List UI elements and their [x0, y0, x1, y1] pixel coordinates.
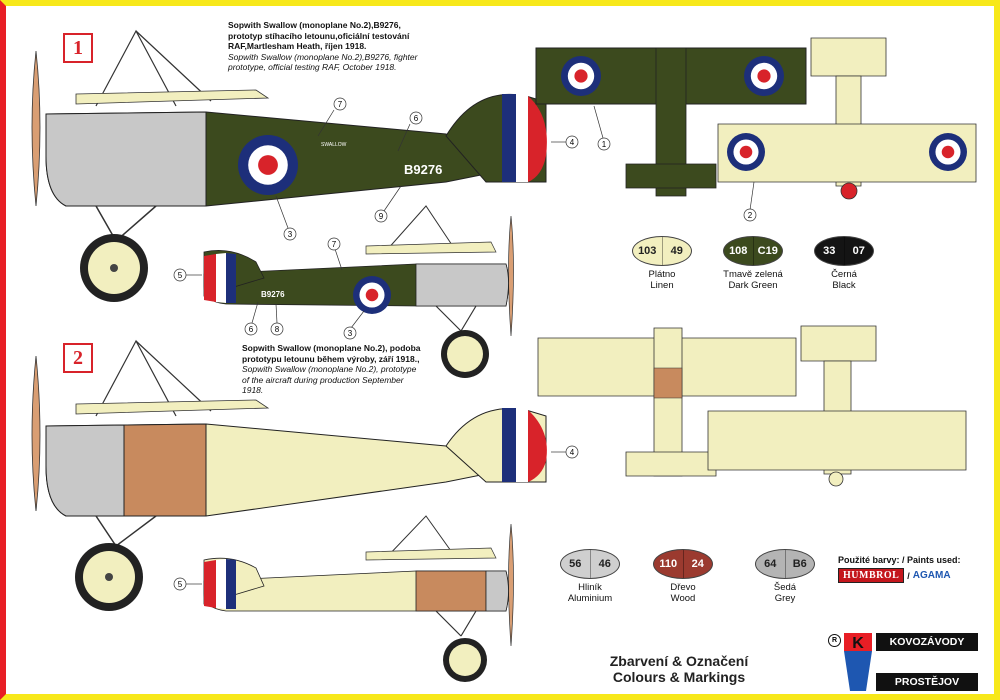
paint-chip-black: 33 07	[814, 236, 874, 266]
callout-6-b: 6	[249, 325, 254, 334]
profile-1-small: B9276	[203, 205, 514, 378]
paint-chip-grey: 64 B6	[755, 549, 815, 579]
paint-chip-dark-green: 108 C19	[723, 236, 783, 266]
callouts: 4 7 6 9 3 1 2 5 7 6 8 3 4 5	[173, 97, 757, 591]
logo-top-text: KOVOZÁVODY	[876, 633, 978, 651]
serial-small: B9276	[261, 290, 285, 299]
paint-chip-linen: 103 49	[632, 236, 692, 266]
callout-3: 3	[288, 230, 293, 239]
bottom-view-linen-1	[717, 37, 977, 200]
paint-code-humbrol: 108	[729, 245, 748, 257]
callout-1: 1	[602, 140, 607, 149]
profile-2-caption-en: Sopwith Swallow (monoplane No.2), protot…	[242, 364, 417, 395]
paint-chip-wood: 110 24	[653, 549, 713, 579]
logo-bottom-text: PROSTĚJOV	[876, 673, 978, 691]
brand-separator: /	[907, 570, 910, 581]
callout-8: 8	[275, 325, 280, 334]
profile-1-caption-en: Sopwith Swallow (monoplane No.2),B9276, …	[228, 51, 418, 73]
title-cz: Zbarvení & Označení	[609, 653, 749, 669]
paint-code-agama: C19	[752, 237, 783, 265]
kovozavody-logo: R K KOVOZÁVODY PROSTĚJOV	[828, 633, 978, 694]
title-en: Colours & Markings	[612, 669, 746, 685]
top-view-green	[535, 47, 807, 197]
registered-mark: R	[828, 634, 841, 647]
agama-logo: AGAMA	[912, 570, 951, 581]
serial-large: B9276	[404, 162, 442, 177]
paints-used-label: Použité barvy: / Paints used:	[838, 555, 961, 565]
paint-code-agama: B6	[784, 550, 815, 578]
paints-used: Použité barvy: / Paints used: HUMBROL / …	[838, 555, 961, 583]
profile-2-caption-cz: Sopwith Swallow (monoplane No.2), podoba…	[242, 343, 421, 364]
callout-9: 9	[379, 212, 384, 221]
paint-chip-aluminium: 56 46	[560, 549, 620, 579]
profile-1-caption-cz: Sopwith Swallow (monoplane No.2),B9276, …	[228, 20, 410, 51]
paint-code-agama: 07	[843, 237, 874, 265]
profile-2-number: 2	[63, 343, 93, 373]
name-stencil: SWALLOW	[321, 142, 347, 148]
callout-6: 6	[414, 114, 419, 123]
callout-4: 4	[570, 138, 575, 147]
callout-5-a: 5	[178, 271, 183, 280]
paint-code-humbrol: 110	[659, 558, 678, 570]
paint-code-agama: 24	[682, 550, 713, 578]
paint-code-agama: 49	[661, 237, 692, 265]
humbrol-logo: HUMBROL	[838, 568, 905, 583]
paint-code-humbrol: 56	[569, 558, 582, 570]
paint-code-agama: 46	[589, 550, 620, 578]
profile-2-caption: Sopwith Swallow (monoplane No.2), podoba…	[242, 343, 422, 396]
k-logo-icon: K	[844, 633, 872, 691]
colours-markings-title: Zbarvení & Označení Colours & Markings	[594, 653, 764, 685]
callout-5-b: 5	[178, 580, 183, 589]
paint-code-humbrol: 33	[823, 245, 836, 257]
profile-1-large: B9276 SWALLOW	[31, 29, 547, 302]
profile-2-large	[31, 339, 547, 611]
profile-1-number: 1	[63, 33, 93, 63]
callout-4-b: 4	[570, 448, 575, 457]
aircraft-artwork: B9276 SWALLOW B9276	[31, 29, 977, 682]
bottom-view-linen-2	[707, 325, 967, 487]
top-view-linen	[537, 327, 797, 477]
profile-1-caption: Sopwith Swallow (monoplane No.2),B9276, …	[228, 20, 423, 73]
paint-code-humbrol: 103	[638, 245, 657, 257]
callout-7-b: 7	[332, 240, 337, 249]
paint-code-humbrol: 64	[764, 558, 777, 570]
logo-letter: K	[852, 635, 864, 652]
callout-3-b: 3	[348, 329, 353, 338]
callout-7: 7	[338, 100, 343, 109]
profile-2-small	[203, 515, 514, 682]
callout-2: 2	[748, 211, 753, 220]
